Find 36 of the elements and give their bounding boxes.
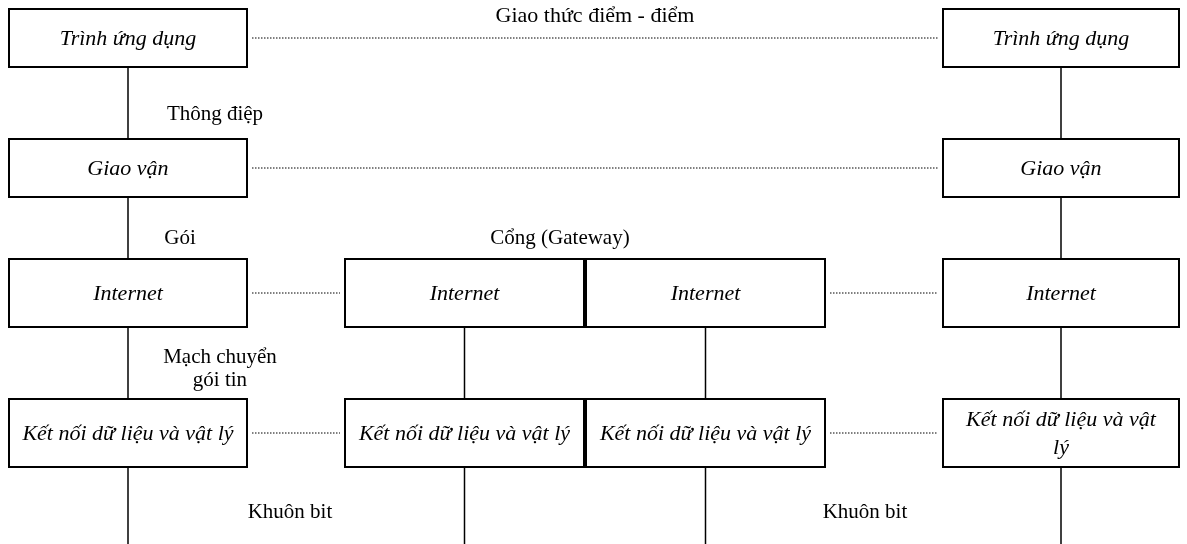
connector-line bbox=[463, 467, 466, 544]
layer-label: Cổng (Gateway) bbox=[489, 226, 631, 249]
dotted-line bbox=[251, 37, 939, 39]
dotted-line bbox=[829, 432, 939, 434]
layer-box: Giao vận bbox=[942, 138, 1180, 198]
connector-line bbox=[127, 67, 129, 139]
dotted-line bbox=[251, 432, 341, 434]
layer-box: Kết nối dữ liệu và vật lý bbox=[344, 398, 585, 468]
layer-label: Thông điệp bbox=[165, 102, 265, 125]
layer-label: Gói bbox=[163, 226, 197, 249]
connector-line bbox=[127, 197, 129, 259]
connector-line bbox=[1060, 67, 1062, 139]
connector-line bbox=[704, 327, 707, 399]
layer-box: Giao vận bbox=[8, 138, 248, 198]
layer-box: Kết nối dữ liệu và vật lý bbox=[585, 398, 826, 468]
layer-box: Trình ứng dụng bbox=[942, 8, 1180, 68]
connector-line bbox=[1060, 197, 1062, 259]
dotted-line bbox=[829, 292, 939, 294]
layer-box: Internet bbox=[942, 258, 1180, 328]
connector-line bbox=[127, 327, 129, 399]
dotted-line bbox=[251, 167, 939, 169]
dotted-line bbox=[251, 292, 341, 294]
layer-box: Internet bbox=[8, 258, 248, 328]
layer-label: Khuôn bit bbox=[246, 500, 334, 523]
layer-label: Mạch chuyển gói tin bbox=[162, 345, 278, 391]
layer-box: Internet bbox=[585, 258, 826, 328]
layer-box: Kết nối dữ liệu và vật lý bbox=[942, 398, 1180, 468]
connector-line bbox=[704, 467, 707, 544]
layer-box: Kết nối dữ liệu và vật lý bbox=[8, 398, 248, 468]
layer-label: Khuôn bit bbox=[821, 500, 909, 523]
connector-line bbox=[127, 467, 129, 544]
connector-line bbox=[1060, 327, 1062, 399]
layer-box: Trình ứng dụng bbox=[8, 8, 248, 68]
connector-line bbox=[463, 327, 466, 399]
layer-box: Internet bbox=[344, 258, 585, 328]
connector-line bbox=[1060, 467, 1062, 544]
